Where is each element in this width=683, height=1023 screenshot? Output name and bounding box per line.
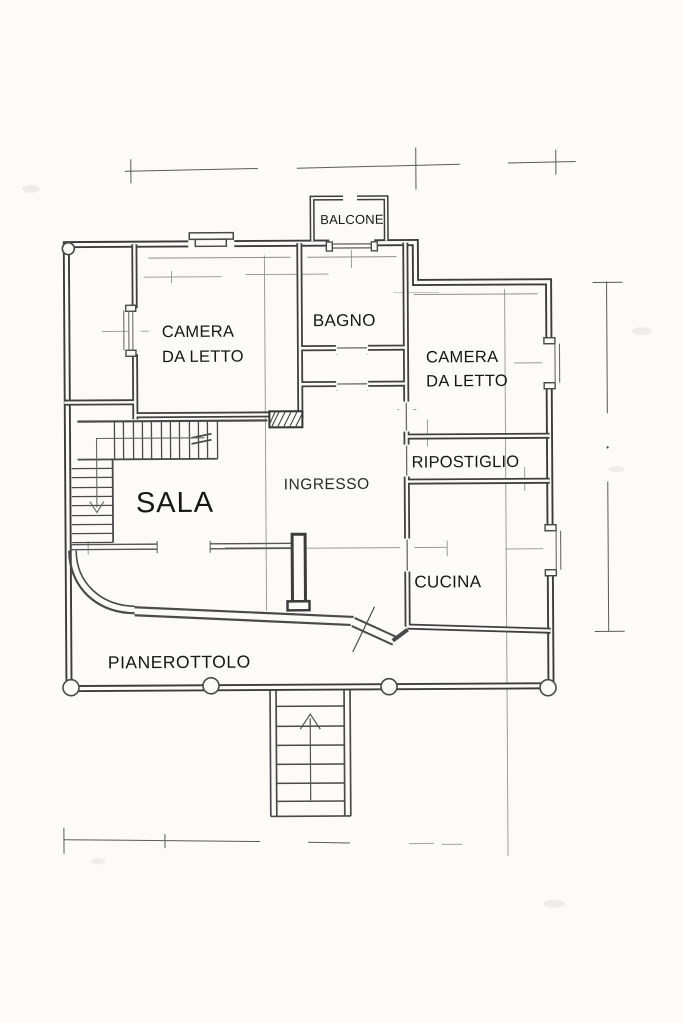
external-staircase — [269, 689, 352, 818]
room-label-cucina: CUCINA — [414, 572, 482, 592]
door-openings — [335, 341, 415, 572]
room-label-line: CAMERA — [425, 348, 499, 367]
window-top-wall — [188, 231, 235, 250]
stairs-down-arrow — [89, 437, 205, 514]
stairs-up-arrow — [299, 713, 321, 801]
room-label-ingresso: INGRESSO — [283, 475, 370, 494]
internal-staircase — [71, 419, 268, 544]
window-right-wall-kitchen — [543, 523, 562, 577]
room-label-sala: SALA — [135, 486, 215, 520]
survey-reference-lines — [87, 242, 549, 856]
pillar — [286, 532, 311, 612]
room-label-camera-da-letto-2: CAMERA DA LETTO — [426, 345, 508, 393]
room-label-camera-da-letto-1: CAMERA DA LETTO — [162, 320, 244, 370]
sala-south-edge — [70, 540, 294, 554]
paper-smudges — [21, 184, 652, 908]
dimension-lines — [63, 147, 625, 854]
terrace-parapet — [68, 550, 354, 627]
room-label-line: CAMERA — [161, 322, 235, 342]
room-label-bagno: BAGNO — [312, 310, 376, 331]
balcony-walls — [309, 195, 389, 242]
room-label-pianerottolo: PIANEROTTOLO — [107, 651, 251, 673]
balcony-door — [325, 238, 379, 252]
chimney-hatch — [268, 410, 304, 429]
window-left-wall — [123, 304, 141, 358]
dimension-line-top — [124, 147, 576, 190]
room-label-ripostiglio: RIPOSTIGLIO — [411, 452, 520, 472]
columns — [61, 241, 557, 697]
dimension-line-right — [592, 281, 625, 632]
windows — [123, 231, 562, 577]
room-label-line: DA LETTO — [426, 371, 509, 391]
room-label-line: DA LETTO — [161, 347, 244, 367]
entrance-door — [351, 606, 409, 653]
room-label-balcone: BALCONE — [320, 211, 384, 228]
dimension-line-bottom — [63, 827, 462, 854]
window-right-wall-bedroom — [541, 336, 561, 390]
interior-walls — [64, 242, 551, 634]
